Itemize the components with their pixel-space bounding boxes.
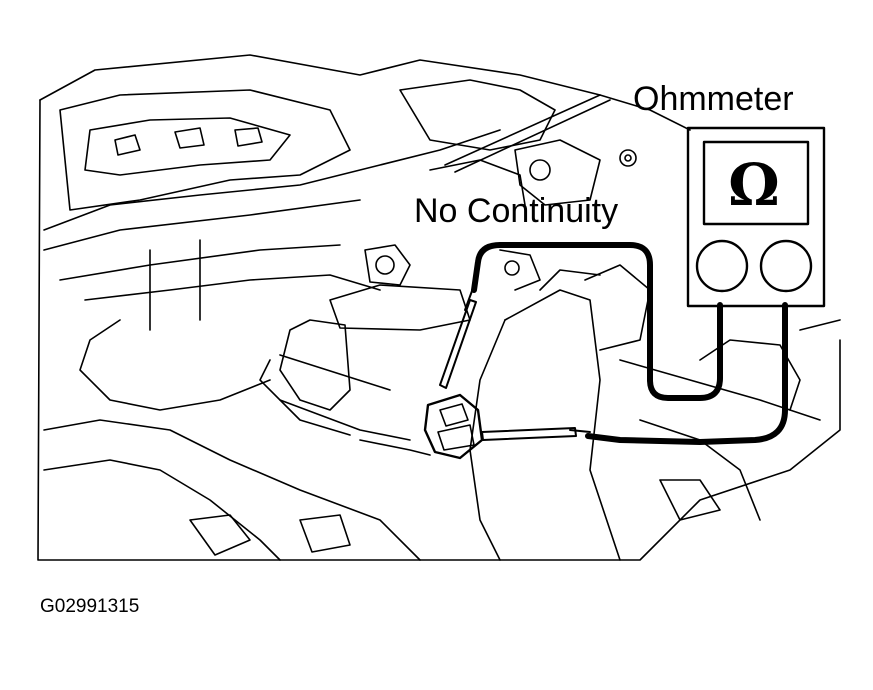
ohmmeter (686, 126, 826, 308)
probe-black (439, 279, 477, 389)
meter-leads (471, 242, 788, 445)
probe-red (481, 427, 591, 441)
engine-block (37, 54, 841, 561)
ohmmeter-label: Ohmmeter (633, 80, 794, 118)
connector (423, 393, 484, 460)
no-continuity-label: No Continuity (414, 192, 619, 230)
ohm-symbol-icon: Ω (728, 151, 780, 219)
figure-code: G02991315 (40, 596, 140, 617)
